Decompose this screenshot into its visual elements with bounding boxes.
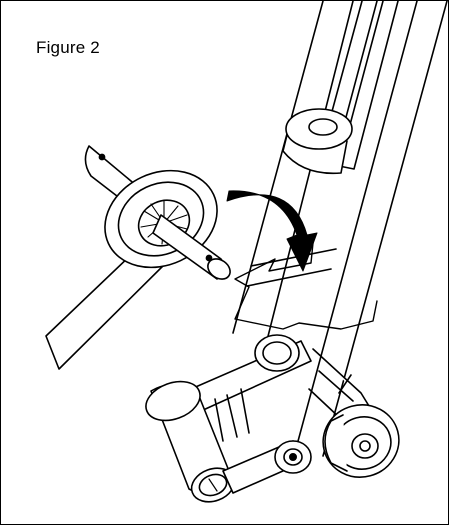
cross-brace — [246, 248, 337, 287]
frame-rails — [232, 1, 448, 457]
handle-collar — [282, 108, 353, 175]
break-lines — [234, 242, 378, 330]
base-assembly — [145, 334, 400, 503]
upper-axle-assembly — [45, 145, 231, 370]
rotation-arrow — [226, 190, 318, 272]
figure-label: Figure 2 — [36, 38, 100, 57]
